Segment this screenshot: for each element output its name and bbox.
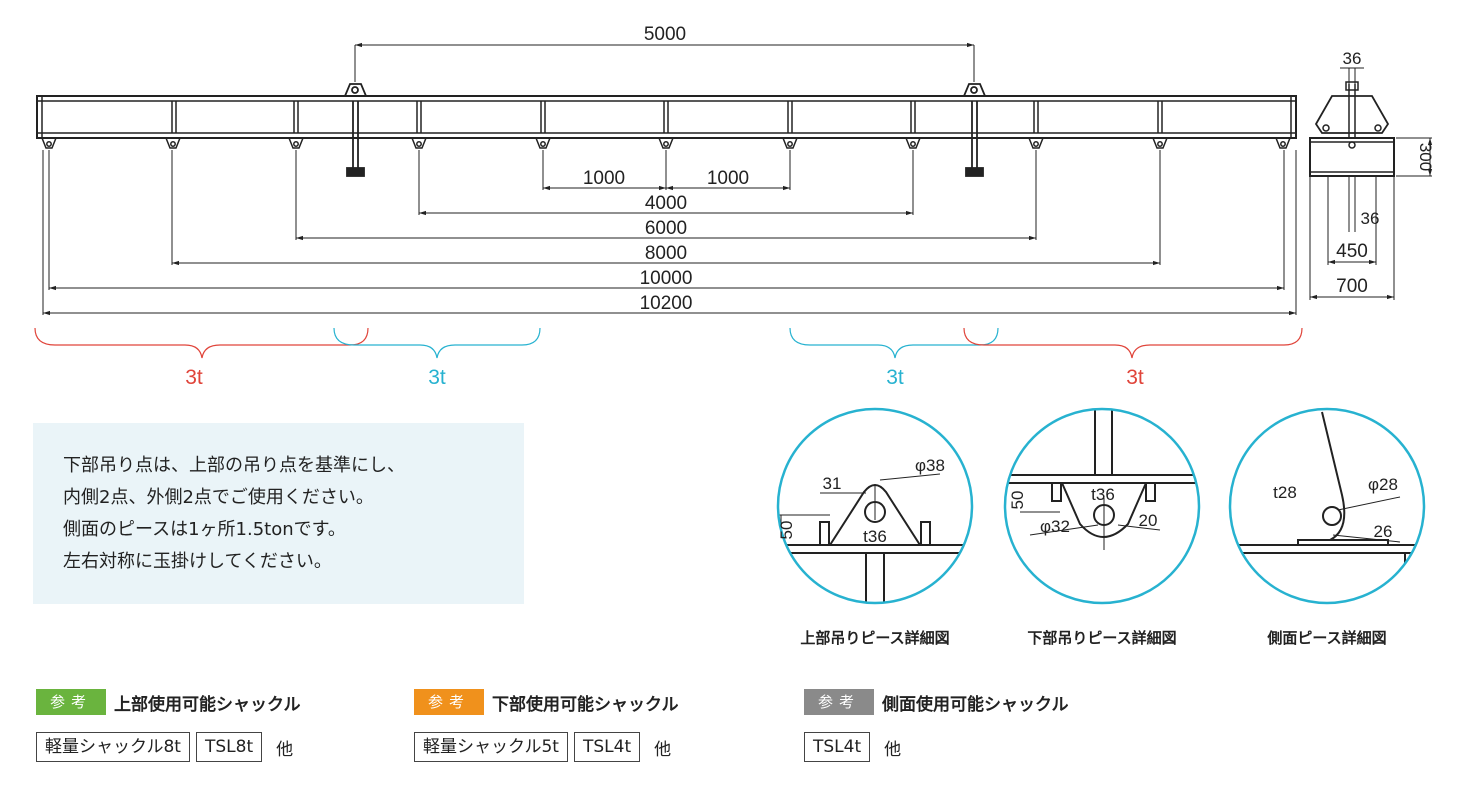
upper-piece-detail: 31 φ38 50 t36 上部吊りピース詳細図 [776,407,974,647]
capacity-braces [34,327,1303,359]
shackle-item: TSL8t [195,732,263,762]
side-dim-phi28: φ28 [1368,475,1398,494]
reference-upper: 参考 上部使用可能シャックル [36,689,301,715]
shackle-other: 他 [654,739,672,760]
usage-note: 下部吊り点は、上部の吊り点を基準にし、 内側2点、外側2点でご使用ください。 側… [33,423,524,604]
lower-dim-20: 20 [1139,511,1158,530]
lower-dim-phi32: φ32 [1040,517,1070,536]
dim-6000: 6000 [645,218,687,239]
reference-tag: 参考 [36,689,107,715]
capacity-right-inner: 3t [886,366,904,389]
side-dim-300: 300 [1416,143,1435,171]
shackle-list-lower: 軽量シャックル5t TSL4t 他 [414,732,671,762]
shackle-item: 軽量シャックル5t [414,732,568,762]
side-dim-700: 700 [1336,276,1368,297]
dim-1000-left: 1000 [583,168,625,189]
note-line-4: 左右対称に玉掛けしてください。 [63,551,332,572]
lower-dim-50: 50 [1008,491,1027,510]
lower-detail-caption: 下部吊りピース詳細図 [1027,629,1176,647]
dim-10200: 10200 [640,293,693,314]
shackle-item: 軽量シャックル8t [36,732,190,762]
reference-title: 下部使用可能シャックル [492,694,679,715]
side-piece-detail: t28 φ28 26 側面ピース詳細図 [1228,407,1426,647]
side-dim-36-top: 36 [1343,49,1362,68]
capacity-left-inner: 3t [428,366,446,389]
reference-lower: 参考 下部使用可能シャックル [414,689,679,715]
side-dim-36-mid: 36 [1361,209,1380,228]
dim-10000: 10000 [640,268,693,289]
capacity-right-outer: 3t [1126,366,1144,389]
upper-dim-31: 31 [823,474,842,493]
side-view [1309,67,1433,300]
upper-detail-caption: 上部吊りピース詳細図 [800,629,949,647]
reference-tag: 参考 [804,689,875,715]
dim-5000: 5000 [644,24,686,45]
upper-dim-50: 50 [777,521,796,540]
dim-4000: 4000 [645,193,687,214]
reference-title: 側面使用可能シャックル [882,694,1069,715]
shackle-item: TSL4t [573,732,641,762]
side-detail-caption: 側面ピース詳細図 [1266,629,1386,647]
reference-side: 参考 側面使用可能シャックル [804,689,1069,715]
shackle-list-upper: 軽量シャックル8t TSL8t 他 [36,732,293,762]
shackle-other: 他 [884,739,902,760]
dim-8000: 8000 [645,243,687,264]
upper-dim-t36: t36 [863,527,887,546]
lower-piece-detail: 50 t36 φ32 20 下部吊りピース詳細図 [1003,407,1201,647]
reference-tag: 参考 [414,689,485,715]
upper-dim-phi38: φ38 [915,456,945,475]
side-dim-t28: t28 [1273,483,1297,502]
side-dim-450: 450 [1336,241,1368,262]
reference-title: 上部使用可能シャックル [114,694,301,715]
note-line-2: 内側2点、外側2点でご使用ください。 [63,487,374,508]
lower-dim-t36: t36 [1091,485,1115,504]
note-line-3: 側面のピースは1ヶ所1.5tonです。 [63,519,346,540]
shackle-list-side: TSL4t 他 [804,732,901,762]
capacity-left-outer: 3t [185,366,203,389]
shackle-other: 他 [276,739,294,760]
side-dim-26: 26 [1374,522,1393,541]
dim-1000-right: 1000 [707,168,749,189]
shackle-item: TSL4t [804,732,871,762]
main-dimensions [42,42,1297,316]
main-beam [36,83,1297,177]
note-line-1: 下部吊り点は、上部の吊り点を基準にし、 [63,455,405,476]
